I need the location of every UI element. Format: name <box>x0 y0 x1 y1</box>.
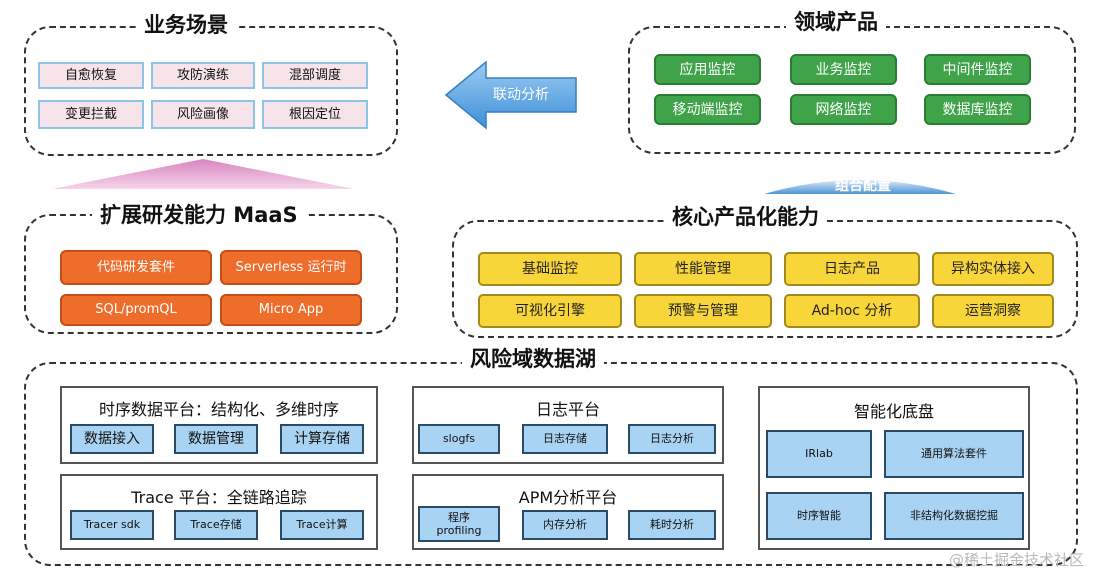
apm-item: 耗时分析 <box>628 510 716 540</box>
apm-item: 内存分析 <box>522 510 608 540</box>
trace-item: Tracer sdk <box>70 510 154 540</box>
timeseries-item: 计算存储 <box>280 424 364 454</box>
domain-item: 网络监控 <box>790 94 897 125</box>
watermark: @稀土掘金技术社区 <box>948 551 1084 569</box>
business-title: 业务场景 <box>136 12 236 38</box>
maas-item: Micro App <box>220 294 362 326</box>
business-item: 自愈恢复 <box>38 62 144 89</box>
core-item: 基础监控 <box>478 252 622 286</box>
domain-item: 数据库监控 <box>924 94 1031 125</box>
core-title: 核心产品化能力 <box>664 204 827 230</box>
business-item: 根因定位 <box>262 100 368 129</box>
apm-item: 程序 profiling <box>418 506 500 542</box>
core-item: 异构实体接入 <box>932 252 1054 286</box>
log-platform-title: 日志平台 <box>535 400 600 419</box>
combine-config-label: 组合配置 <box>835 178 891 194</box>
maas-item: Serverless 运行时 <box>220 250 362 285</box>
core-item: 性能管理 <box>634 252 772 286</box>
log-item: slogfs <box>418 424 500 454</box>
domain-item: 业务监控 <box>790 54 897 85</box>
domain-item: 中间件监控 <box>924 54 1031 85</box>
business-region <box>24 26 398 156</box>
core-item: Ad-hoc 分析 <box>784 294 920 328</box>
apm-platform-title: APM分析平台 <box>518 488 618 507</box>
intel-item: IRlab <box>766 430 872 478</box>
maas-to-business-triangle <box>52 159 354 189</box>
intel-item: 通用算法套件 <box>884 430 1024 478</box>
timeseries-item: 数据管理 <box>174 424 258 454</box>
linkage-label: 联动分析 <box>493 87 549 103</box>
domain-item: 移动端监控 <box>654 94 761 125</box>
linkage-arrow <box>444 60 577 130</box>
core-item: 可视化引擎 <box>478 294 622 328</box>
maas-item: 代码研发套件 <box>60 250 212 285</box>
intel-item: 时序智能 <box>766 492 872 540</box>
business-item: 变更拦截 <box>38 100 144 129</box>
core-item: 运营洞察 <box>932 294 1054 328</box>
domain-item: 应用监控 <box>654 54 761 85</box>
maas-title: 扩展研发能力 MaaS <box>92 202 306 228</box>
timeseries-platform-title: 时序数据平台：结构化、多维时序 <box>98 400 339 419</box>
trace-item: Trace存储 <box>174 510 258 540</box>
trace-platform-title: Trace 平台：全链路追踪 <box>131 488 307 507</box>
log-item: 日志存储 <box>522 424 608 454</box>
core-item: 日志产品 <box>784 252 920 286</box>
business-item: 攻防演练 <box>151 62 255 89</box>
maas-item: SQL/promQL <box>60 294 212 326</box>
business-item: 风险画像 <box>151 100 255 129</box>
core-item: 预警与管理 <box>634 294 772 328</box>
intel-platform-title: 智能化底盘 <box>853 402 934 421</box>
business-item: 混部调度 <box>262 62 368 89</box>
domain-title: 领域产品 <box>786 9 886 35</box>
lake-title: 风险域数据湖 <box>462 346 604 372</box>
trace-item: Trace计算 <box>280 510 364 540</box>
intel-item: 非结构化数据挖掘 <box>884 492 1024 540</box>
timeseries-item: 数据接入 <box>70 424 154 454</box>
combine-config-arrow <box>764 180 956 194</box>
domain-region <box>628 26 1076 154</box>
log-item: 日志分析 <box>628 424 716 454</box>
